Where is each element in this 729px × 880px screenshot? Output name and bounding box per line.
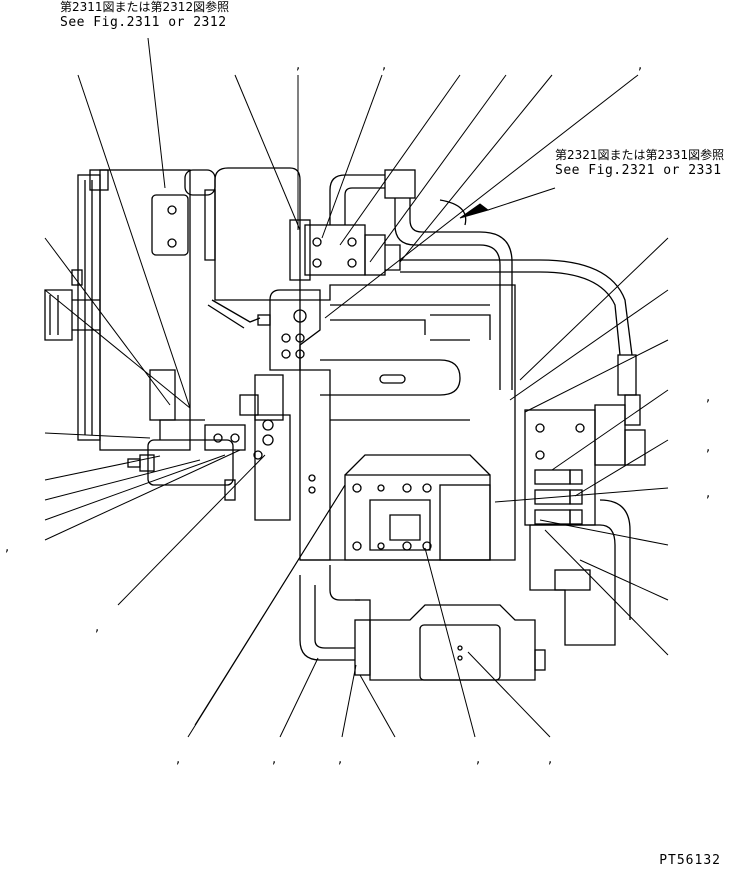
valve-block: [524, 394, 646, 526]
drawing-id: PT56132: [659, 853, 721, 868]
mid-housing: [207, 289, 331, 561]
callout-mark: ,: [706, 390, 711, 405]
callout-mark: ,: [548, 752, 553, 767]
leader-lines: [44, 37, 669, 738]
callout-mark: ,: [638, 58, 643, 73]
reference-top-english: See Fig.2311 or 2312: [60, 15, 227, 30]
callout-mark: ,: [382, 58, 387, 73]
callout-mark: ,: [176, 752, 181, 767]
callout-mark: ,: [706, 440, 711, 455]
upper-housing: [204, 167, 401, 301]
transmission-body: [299, 284, 516, 561]
filter-case: [529, 499, 631, 646]
callout-mark: ,: [476, 752, 481, 767]
left-solenoid-assembly: [127, 369, 284, 501]
callout-mark: ,: [95, 620, 100, 635]
flywheel-housing: [44, 169, 216, 451]
reference-callout-right: 第2321図または第2331図参照 See Fig.2321 or 2331: [555, 148, 724, 178]
callout-mark: ,: [296, 58, 301, 73]
callout-mark: ,: [338, 752, 343, 767]
callout-mark: ,: [5, 540, 10, 555]
control-valve-plate: [344, 454, 491, 561]
reference-right-japanese: 第2321図または第2331図参照: [555, 148, 725, 162]
upper-pipes: [329, 169, 637, 396]
reference-top-japanese: 第2311図または第2312図参照: [60, 0, 230, 14]
callout-mark: ,: [706, 486, 711, 501]
callout-mark: ,: [272, 752, 277, 767]
reference-callout-top: 第2311図または第2312図参照 See Fig.2311 or 2312: [60, 0, 229, 30]
oil-pan: [299, 565, 546, 681]
reference-right-english: See Fig.2321 or 2331: [555, 163, 722, 178]
